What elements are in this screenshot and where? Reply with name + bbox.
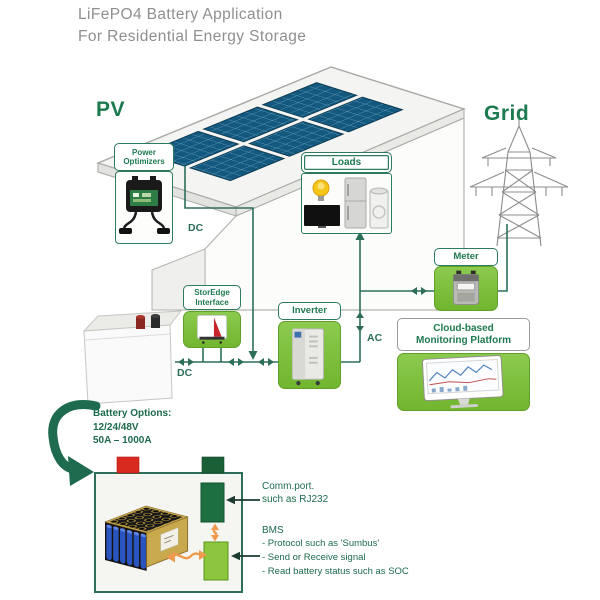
pv-dc-wire bbox=[184, 166, 254, 351]
orange-arrowheads bbox=[166, 523, 219, 563]
transmission-tower-icon bbox=[469, 118, 569, 247]
cloud-box bbox=[397, 353, 530, 411]
light-bulb-icon bbox=[312, 179, 330, 201]
battery-options-line1: Battery Options: bbox=[93, 408, 172, 419]
storedge-device-icon bbox=[197, 315, 227, 344]
loads-label: Loads bbox=[301, 152, 392, 173]
comm-port-block bbox=[200, 482, 225, 523]
bms-item-1: - Protocol such as 'Sumbus' bbox=[262, 538, 380, 549]
storedge-label-line2: Interface bbox=[195, 297, 229, 307]
storedge-label: StorEdge Interface bbox=[183, 285, 241, 310]
pv-label: PV bbox=[96, 98, 126, 121]
inverter-label: Inverter bbox=[278, 302, 341, 320]
red-terminal-block bbox=[116, 456, 140, 474]
cloud-label: Cloud-based Monitoring Platform bbox=[397, 318, 530, 351]
comm-port-annotation: Comm.port. such as RJ232 bbox=[262, 480, 328, 506]
solar-panel-array bbox=[143, 82, 404, 182]
diagram-title-line-1: LiFePO4 Battery Application bbox=[78, 6, 283, 23]
bms-item-3: - Read battery status such as SOC bbox=[262, 566, 409, 577]
diagram-title: LiFePO4 Battery Application For Resident… bbox=[78, 4, 306, 48]
storedge-legs bbox=[202, 348, 222, 362]
power-optimizer-box bbox=[115, 171, 173, 244]
green-terminal-block bbox=[201, 456, 225, 474]
wire-arrowheads bbox=[178, 231, 427, 366]
storedge-label-line1: StorEdge bbox=[194, 288, 230, 298]
loads-label-text: Loads bbox=[331, 156, 362, 168]
power-optimizers-label-line1: Power bbox=[131, 147, 156, 157]
bms-block bbox=[203, 541, 229, 581]
tv-icon bbox=[304, 205, 340, 228]
annotation-arrowheads bbox=[226, 495, 240, 561]
grid-wire bbox=[498, 224, 508, 292]
cloud-label-line2: Monitoring Platform bbox=[416, 334, 511, 346]
bms-title: BMS bbox=[262, 525, 284, 536]
dc-label-pv: DC bbox=[188, 222, 204, 234]
inverter-device-icon bbox=[292, 328, 325, 386]
battery-options-line3: 50A – 1000A bbox=[93, 435, 152, 446]
home-battery-icon bbox=[82, 310, 183, 405]
washing-machine-icon bbox=[369, 187, 389, 229]
curved-arrow-icon bbox=[48, 400, 101, 486]
meter-label: Meter bbox=[434, 248, 498, 266]
battery-module-diagram bbox=[94, 456, 260, 593]
cloud-label-line1: Cloud-based bbox=[433, 323, 494, 334]
inverter-label-text: Inverter bbox=[292, 304, 327, 316]
grid-label: Grid bbox=[484, 102, 530, 125]
power-optimizer-device-icon bbox=[119, 176, 170, 234]
ac-label: AC bbox=[367, 332, 383, 344]
power-optimizers-label-line2: Optimizers bbox=[123, 157, 165, 166]
orange-comm-arrows bbox=[171, 528, 218, 560]
inverter-box bbox=[278, 321, 341, 389]
bms-item-2: - Send or Receive signal bbox=[262, 552, 366, 563]
annotation-arrows bbox=[233, 499, 260, 557]
battery-options-text: Battery Options: 12/24/48V 50A – 1000A bbox=[93, 407, 171, 448]
refrigerator-icon bbox=[344, 177, 367, 229]
loads-icons bbox=[304, 177, 389, 229]
storedge-box bbox=[183, 311, 241, 348]
meter-box bbox=[434, 266, 498, 311]
electric-meter-icon bbox=[452, 270, 480, 305]
loads-box bbox=[301, 173, 392, 234]
battery-options-line2: 12/24/48V bbox=[93, 421, 139, 433]
comm-port-line1: Comm.port. bbox=[262, 481, 315, 492]
comm-port-line2: such as RJ232 bbox=[262, 494, 329, 505]
meter-label-text: Meter bbox=[453, 250, 479, 262]
diagram-title-line-2: For Residential Energy Storage bbox=[78, 28, 307, 45]
power-optimizers-label: Power Optimizers bbox=[114, 143, 174, 171]
monitoring-screen-icon bbox=[421, 355, 504, 409]
dc-label-battery: DC bbox=[177, 367, 193, 379]
bms-annotation: BMS - Protocol such as 'Sumbus' - Send o… bbox=[262, 524, 409, 579]
